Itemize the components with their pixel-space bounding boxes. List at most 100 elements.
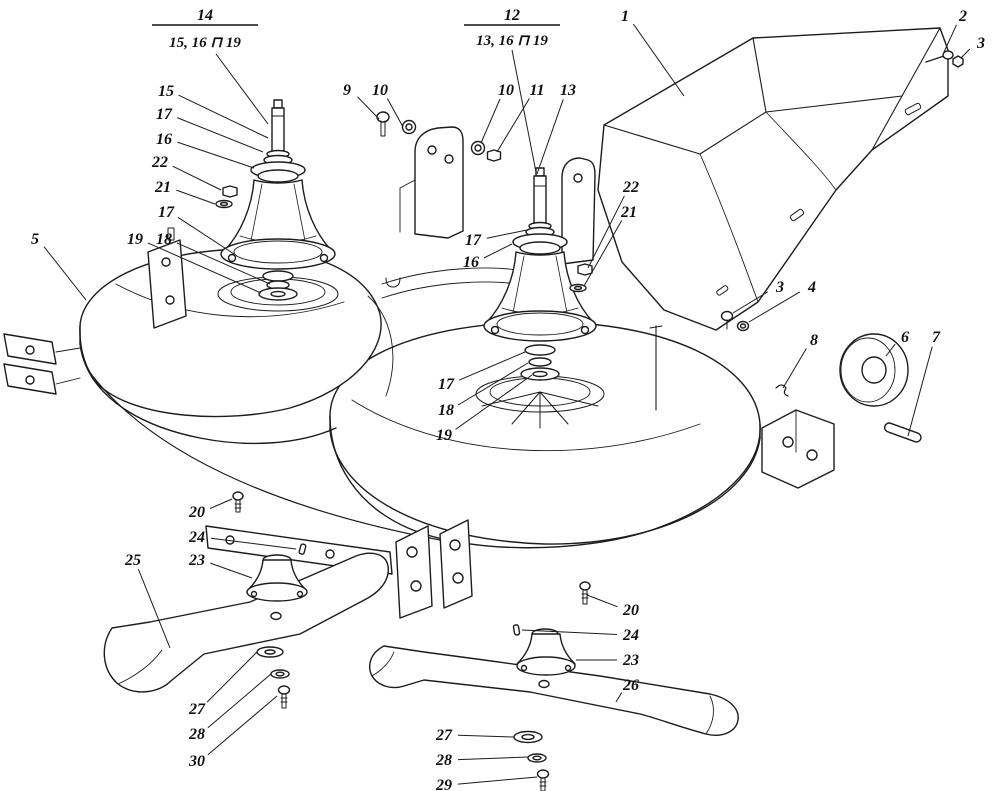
line-art-stroke bbox=[273, 99, 283, 109]
callout-18: 18 bbox=[438, 402, 454, 419]
callout-7: 7 bbox=[932, 329, 941, 346]
leader-line-21 bbox=[176, 189, 216, 205]
left-blade-assembly bbox=[103, 543, 389, 709]
leader-line-19 bbox=[147, 242, 262, 294]
callout-28: 28 bbox=[435, 752, 452, 769]
line-art-stroke bbox=[25, 375, 35, 385]
bolt-3b bbox=[720, 310, 734, 322]
line-art-stroke bbox=[3, 333, 57, 365]
leader-line-8 bbox=[782, 348, 807, 389]
line-art-stroke bbox=[519, 241, 561, 255]
line-art-stroke bbox=[371, 651, 395, 677]
callout-16: 16 bbox=[463, 254, 479, 271]
discharge-cover bbox=[597, 27, 949, 331]
line-art-stroke bbox=[532, 370, 548, 378]
line-art-stroke bbox=[395, 525, 433, 619]
line-art-stroke bbox=[329, 321, 761, 549]
line-art-stroke bbox=[516, 656, 576, 676]
line-art-stroke bbox=[490, 325, 500, 335]
line-art-stroke bbox=[25, 345, 35, 355]
line-art-stroke bbox=[325, 549, 335, 559]
leader-line-18 bbox=[176, 242, 271, 285]
leader-line-20 bbox=[586, 594, 618, 608]
line-art-stroke bbox=[444, 154, 454, 164]
nut-3 bbox=[952, 55, 964, 68]
bolt-29 bbox=[536, 769, 550, 779]
nut-22b bbox=[577, 263, 593, 276]
leader-line-29 bbox=[457, 776, 538, 785]
callout-11: 11 bbox=[529, 82, 544, 99]
leader-line-22 bbox=[172, 165, 222, 191]
line-art-stroke bbox=[649, 325, 663, 411]
leader-line-17 bbox=[458, 351, 526, 381]
washer-27-left bbox=[256, 646, 284, 658]
callout-17: 17 bbox=[156, 106, 173, 123]
line-art bbox=[3, 27, 964, 791]
line-art-stroke bbox=[220, 238, 336, 270]
line-art-stroke bbox=[452, 572, 464, 584]
line-art-stroke bbox=[3, 363, 57, 395]
callout-8: 8 bbox=[810, 332, 818, 349]
callout-19: 19 bbox=[127, 231, 143, 248]
washer-21b bbox=[569, 283, 587, 293]
callout-15: 15 bbox=[158, 83, 174, 100]
washer-27-right bbox=[513, 730, 543, 744]
bolt-9 bbox=[376, 111, 390, 123]
callout-3: 3 bbox=[775, 279, 784, 296]
line-art-stroke bbox=[782, 436, 794, 448]
line-art-stroke bbox=[234, 499, 242, 513]
line-art-stroke bbox=[117, 649, 163, 685]
callout-20: 20 bbox=[622, 602, 639, 619]
line-art-stroke bbox=[280, 693, 288, 709]
callout-27: 27 bbox=[188, 701, 206, 718]
line-art-stroke bbox=[427, 145, 437, 155]
line-art-stroke bbox=[219, 201, 229, 207]
callout-24: 24 bbox=[188, 529, 205, 546]
line-art-stroke bbox=[367, 295, 394, 397]
line-art-stroke bbox=[539, 777, 547, 791]
line-art-stroke bbox=[520, 664, 528, 672]
callout-19: 19 bbox=[436, 427, 452, 444]
callout-20: 20 bbox=[188, 504, 205, 521]
leader-line-16 bbox=[483, 243, 513, 259]
leader-line-17 bbox=[176, 117, 264, 153]
callout-6: 6 bbox=[901, 329, 909, 346]
callout-18: 18 bbox=[156, 231, 172, 248]
leader-line-7 bbox=[907, 346, 933, 437]
callout-17: 17 bbox=[158, 204, 175, 221]
line-art-stroke bbox=[581, 589, 589, 605]
line-art-stroke bbox=[716, 285, 729, 296]
leader-line-27 bbox=[206, 651, 258, 703]
bearing-19 bbox=[258, 287, 298, 301]
washer-18b bbox=[528, 357, 552, 367]
washer-4 bbox=[736, 320, 750, 332]
line-art-stroke bbox=[573, 173, 583, 183]
callout-13: 13 bbox=[560, 82, 576, 99]
mounting-brackets bbox=[399, 126, 596, 265]
line-art-stroke bbox=[561, 157, 596, 265]
line-art-stroke bbox=[483, 310, 597, 342]
leader-line-25 bbox=[137, 569, 171, 649]
callout-29: 29 bbox=[435, 777, 452, 791]
line-art-stroke bbox=[329, 415, 761, 439]
leader-line-24 bbox=[210, 537, 297, 550]
leader-line-19 bbox=[455, 374, 533, 430]
line-art-stroke bbox=[406, 546, 418, 558]
washer-21 bbox=[215, 199, 233, 209]
leader-line-20 bbox=[209, 498, 233, 509]
callout-9: 9 bbox=[343, 82, 351, 99]
blade-25 bbox=[103, 552, 389, 693]
line-art-stroke bbox=[806, 449, 818, 461]
callout-4: 4 bbox=[807, 279, 816, 296]
bolt-20-right bbox=[579, 581, 591, 591]
spindle-shaft-13 bbox=[533, 175, 547, 225]
line-art-stroke bbox=[351, 399, 701, 452]
line-art-stroke bbox=[496, 312, 584, 336]
callout-17: 17 bbox=[465, 232, 482, 249]
line-art-stroke bbox=[564, 664, 572, 672]
callout-25: 25 bbox=[124, 552, 141, 569]
washer-10b bbox=[470, 140, 486, 156]
line-art-stroke bbox=[840, 337, 896, 403]
callout-21: 21 bbox=[620, 204, 637, 221]
